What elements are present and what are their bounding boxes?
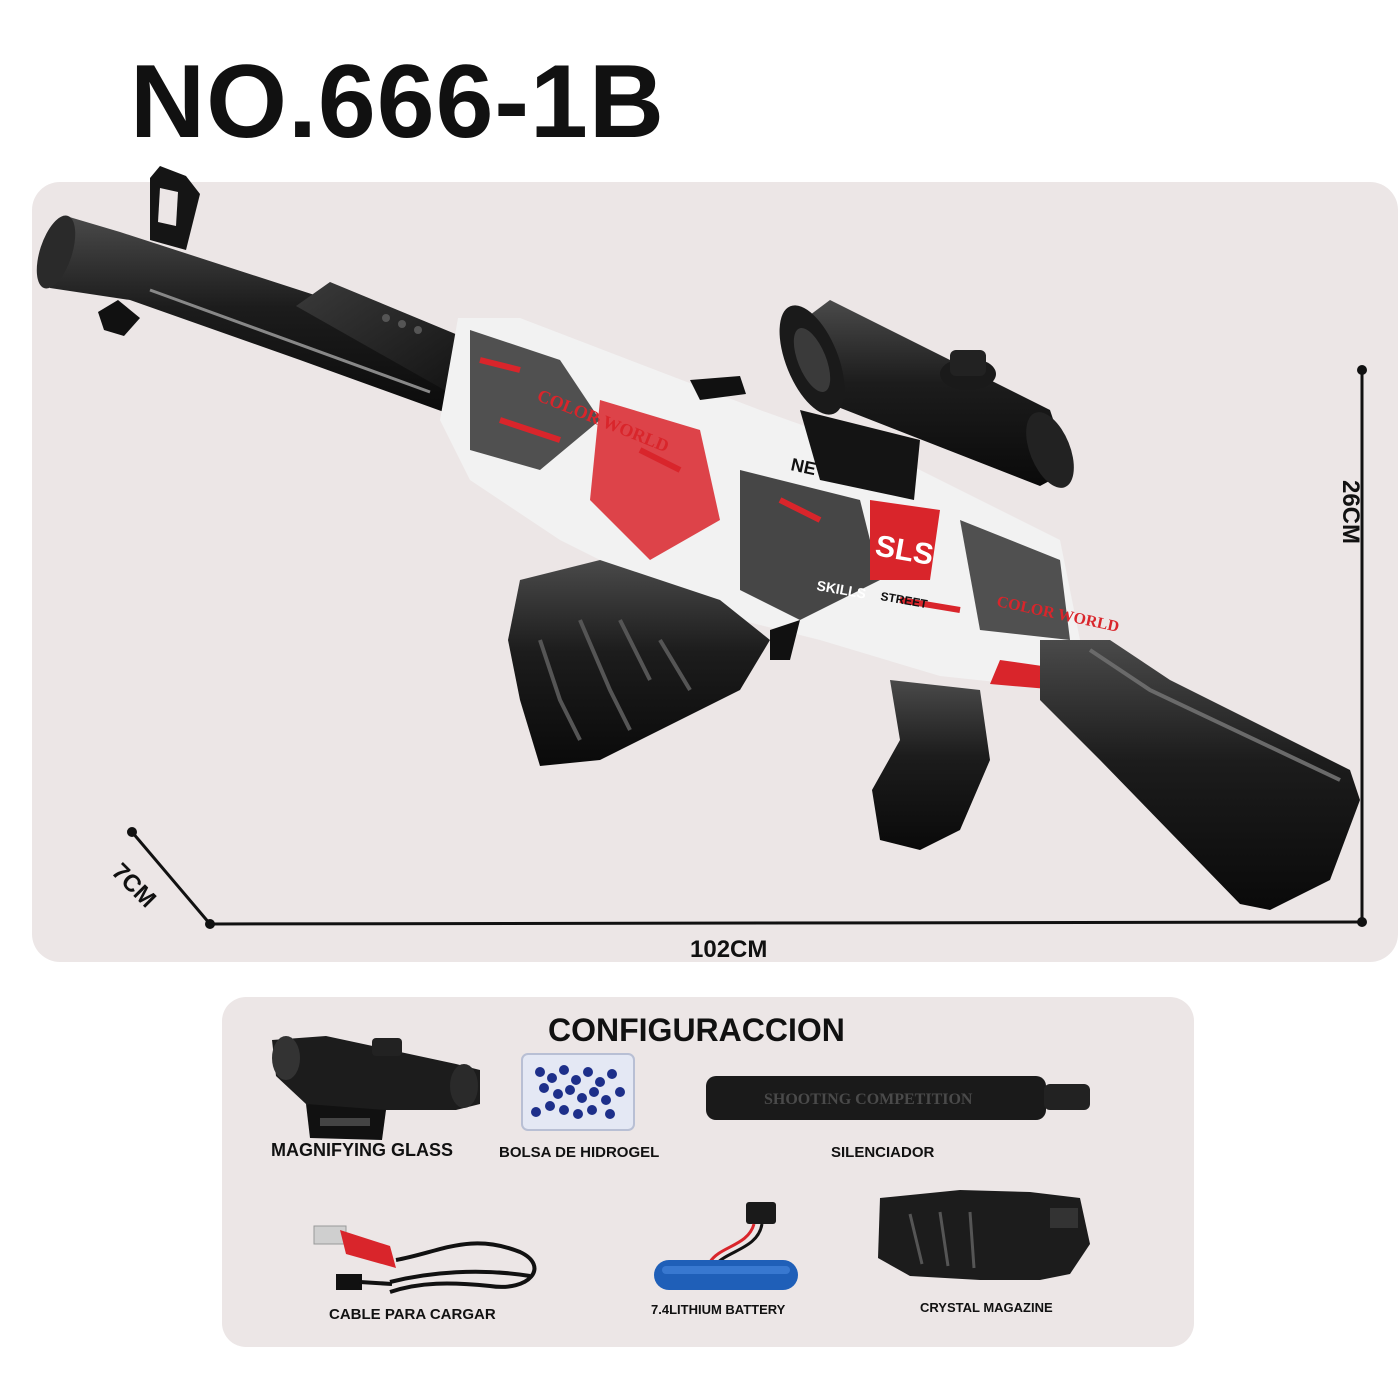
accessory-label-cable: CABLE PARA CARGAR: [329, 1306, 496, 1323]
accessory-label-silencer: SILENCIADOR: [831, 1144, 935, 1161]
accessory-label-gel-bag: BOLSA DE HIDROGEL: [499, 1144, 660, 1161]
gel-blaster-rifle-illustration: COLOR WORLD NEVERNEVER SLS SKILLS STREET…: [36, 166, 1367, 929]
usb-charging-cable-icon: [313, 1225, 537, 1294]
accessory-label-magnifying-glass: MAGNIFYING GLASS: [271, 1140, 454, 1160]
accessory-label-magazine: CRYSTAL MAGAZINE: [920, 1300, 1053, 1315]
configuration-title: CONFIGURACCION: [548, 1012, 845, 1048]
scope-icon: [272, 1036, 480, 1140]
silencer-icon: SHOOTING COMPETITION: [706, 1076, 1090, 1120]
gel-beads-bag-icon: [521, 1053, 635, 1131]
accessory-label-battery: 7.4LITHIUM BATTERY: [651, 1302, 786, 1317]
magazine-icon: [878, 1190, 1090, 1280]
dimension-height-label: 26CM: [1337, 479, 1365, 545]
battery-icon: [654, 1202, 798, 1290]
silencer-print-text: SHOOTING COMPETITION: [764, 1091, 973, 1108]
dimension-length-label: 102CM: [690, 936, 768, 963]
model-number-title: NO.666-1B: [130, 44, 665, 160]
